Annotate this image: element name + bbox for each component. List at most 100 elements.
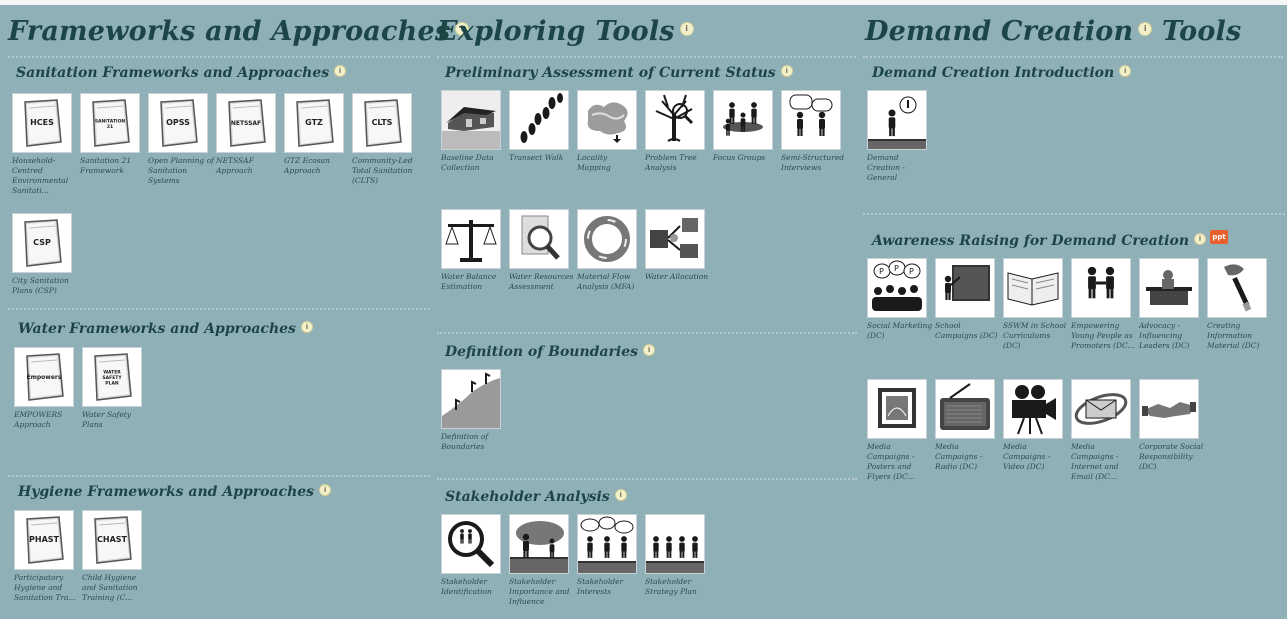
tool-caption[interactable]: Stakeholder Strategy Plan bbox=[645, 577, 697, 596]
tool-caption[interactable]: Transect Walk bbox=[509, 153, 564, 162]
section-heading-text[interactable]: Definition of Boundaries bbox=[445, 344, 639, 360]
tool-thumbnail[interactable] bbox=[935, 258, 995, 318]
tool-thumbnail[interactable] bbox=[441, 514, 501, 574]
tool-caption[interactable]: Demand Creation - General bbox=[867, 153, 905, 182]
tool-thumbnail[interactable] bbox=[1207, 258, 1267, 318]
tool-caption[interactable]: SSWM in School Curriculums (DC) bbox=[1003, 321, 1067, 350]
tool-thumbnail[interactable]: NETSSAF bbox=[216, 93, 276, 153]
tool-thumbnail[interactable] bbox=[441, 90, 501, 150]
tool-thumbnail[interactable] bbox=[645, 209, 705, 269]
section-heading-text[interactable]: Stakeholder Analysis bbox=[445, 489, 610, 505]
tool-caption[interactable]: Baseline Data Collection bbox=[441, 153, 494, 172]
map-icon bbox=[587, 102, 628, 143]
tool-thumbnail[interactable] bbox=[1003, 379, 1063, 439]
tool-thumbnail[interactable]: PHAST bbox=[14, 510, 74, 570]
tool-thumbnail[interactable] bbox=[867, 379, 927, 439]
tool-caption[interactable]: Media Campaigns - Radio (DC) bbox=[935, 442, 983, 471]
ppt-download-icon[interactable]: ppt bbox=[1210, 230, 1228, 244]
tool-caption[interactable]: Semi-Structured Interviews bbox=[781, 153, 845, 172]
tool-thumbnail[interactable] bbox=[1139, 258, 1199, 318]
tool-thumbnail[interactable] bbox=[1139, 379, 1199, 439]
tool-caption[interactable]: Water Resources Assessment bbox=[509, 272, 574, 291]
tool-caption[interactable]: Stakeholder Importance and Influence bbox=[509, 577, 570, 606]
tool-caption[interactable]: Household-Centred Environmental Sanitati… bbox=[12, 156, 69, 195]
tool-thumbnail[interactable] bbox=[441, 209, 501, 269]
tool-caption[interactable]: City Sanitation Plans (CSP) bbox=[12, 276, 69, 295]
tool-caption[interactable]: Media Campaigns - Posters and Flyers (DC… bbox=[867, 442, 915, 481]
section-heading-text[interactable]: Sanitation Frameworks and Approaches bbox=[16, 65, 330, 81]
info-icon[interactable]: i bbox=[334, 65, 347, 77]
section-heading-text[interactable]: Hygiene Frameworks and Approaches bbox=[18, 484, 315, 500]
tool-thumbnail[interactable] bbox=[867, 90, 927, 150]
document-label: OPSS bbox=[166, 118, 190, 127]
tool-caption[interactable]: School Campaigns (DC) bbox=[935, 321, 998, 340]
tool-caption[interactable]: Empowering Young People as Promoters (DC… bbox=[1071, 321, 1135, 350]
section-heading-text[interactable]: Awareness Raising for Demand Creation bbox=[872, 233, 1189, 249]
tool-thumbnail[interactable] bbox=[935, 379, 995, 439]
tool-caption[interactable]: Open Planning of Sanitation Systems bbox=[148, 156, 214, 185]
tool-thumbnail[interactable] bbox=[577, 209, 637, 269]
info-icon[interactable]: i bbox=[1119, 65, 1132, 77]
tool-caption[interactable]: Locality Mapping bbox=[577, 153, 611, 172]
tool-thumbnail[interactable] bbox=[577, 514, 637, 574]
tool-thumbnail[interactable]: GTZ bbox=[284, 93, 344, 153]
document-label: HCES bbox=[30, 118, 54, 127]
tool-thumbnail[interactable] bbox=[1071, 258, 1131, 318]
tool-thumbnail[interactable] bbox=[645, 514, 705, 574]
tool-caption[interactable]: Participatory Hygiene and Sanitation Tra… bbox=[14, 573, 76, 602]
info-icon[interactable]: i bbox=[643, 344, 656, 356]
tool-caption[interactable]: Focus Groups bbox=[713, 153, 766, 162]
tool-caption[interactable]: Social Marketing (DC) bbox=[867, 321, 933, 340]
tool-caption[interactable]: Stakeholder Interests bbox=[577, 577, 624, 596]
info-icon[interactable]: i bbox=[300, 321, 313, 333]
tool-thumbnail[interactable]: Empowers bbox=[14, 347, 74, 407]
section-heading-text[interactable]: Preliminary Assessment of Current Status bbox=[445, 65, 776, 81]
tool-caption[interactable]: Water Safety Plans bbox=[82, 410, 132, 429]
tool-caption[interactable]: Material Flow Analysis (MFA) bbox=[577, 272, 635, 291]
tool-thumbnail[interactable] bbox=[1071, 379, 1131, 439]
tool-caption[interactable]: NETSSAF Approach bbox=[216, 156, 254, 175]
info-icon[interactable]: i bbox=[679, 21, 694, 36]
tool-thumbnail[interactable]: CHAST bbox=[82, 510, 142, 570]
tool-thumbnail[interactable] bbox=[713, 90, 773, 150]
tool-caption[interactable]: Child Hygiene and Sanitation Training (C… bbox=[82, 573, 138, 602]
tool-caption[interactable]: Advocacy - Influencing Leaders (DC) bbox=[1139, 321, 1190, 350]
tool-thumbnail[interactable] bbox=[509, 90, 569, 150]
section-heading-text[interactable]: Water Frameworks and Approaches bbox=[18, 321, 296, 337]
tool-thumbnail[interactable] bbox=[509, 514, 569, 574]
tool-thumbnail[interactable]: HCES bbox=[12, 93, 72, 153]
info-icon[interactable]: i bbox=[1138, 21, 1153, 36]
tool-caption[interactable]: Problem Tree Analysis bbox=[645, 153, 697, 172]
info-icon[interactable]: i bbox=[614, 489, 627, 501]
tool-thumbnail[interactable] bbox=[577, 90, 637, 150]
section-heading-text[interactable]: Demand Creation Introduction bbox=[872, 65, 1115, 81]
info-icon[interactable]: i bbox=[1194, 233, 1206, 245]
tool-caption[interactable]: Definition of Boundaries bbox=[441, 432, 489, 451]
tool-thumbnail[interactable] bbox=[441, 369, 501, 429]
tool-caption[interactable]: Creating Information Material (DC) bbox=[1207, 321, 1260, 350]
tool-caption[interactable]: Water Allocation bbox=[645, 272, 709, 281]
tool-thumbnail[interactable]: CLTS bbox=[352, 93, 412, 153]
tool-caption[interactable]: Water Balance Estimation bbox=[441, 272, 497, 291]
tool-caption[interactable]: GTZ Ecosan Approach bbox=[284, 156, 330, 175]
tool-caption[interactable]: Sanitation 21 Framework bbox=[80, 156, 132, 175]
tool-caption[interactable]: EMPOWERS Approach bbox=[14, 410, 63, 429]
info-icon[interactable]: i bbox=[780, 65, 793, 77]
tool-caption[interactable]: Stakeholder Identification bbox=[441, 577, 492, 596]
tool-thumbnail[interactable] bbox=[509, 209, 569, 269]
tool-thumbnail[interactable] bbox=[781, 90, 841, 150]
tool-thumbnail[interactable] bbox=[1003, 258, 1063, 318]
info-icon[interactable]: i bbox=[455, 21, 470, 36]
tool-thumbnail[interactable]: CSP bbox=[12, 213, 72, 273]
info-icon[interactable]: i bbox=[319, 484, 332, 496]
tool-thumbnail[interactable]: OPSS bbox=[148, 93, 208, 153]
tool-caption[interactable]: Media Campaigns - Video (DC) bbox=[1003, 442, 1051, 471]
tool-caption[interactable]: Community-Led Total Sanitation (CLTS) bbox=[352, 156, 413, 185]
tool-caption[interactable]: Corporate Social Responsibility (DC) bbox=[1139, 442, 1204, 471]
tool-caption[interactable]: Media Campaigns - Internet and Email (DC… bbox=[1071, 442, 1119, 481]
tool-thumbnail[interactable] bbox=[645, 90, 705, 150]
